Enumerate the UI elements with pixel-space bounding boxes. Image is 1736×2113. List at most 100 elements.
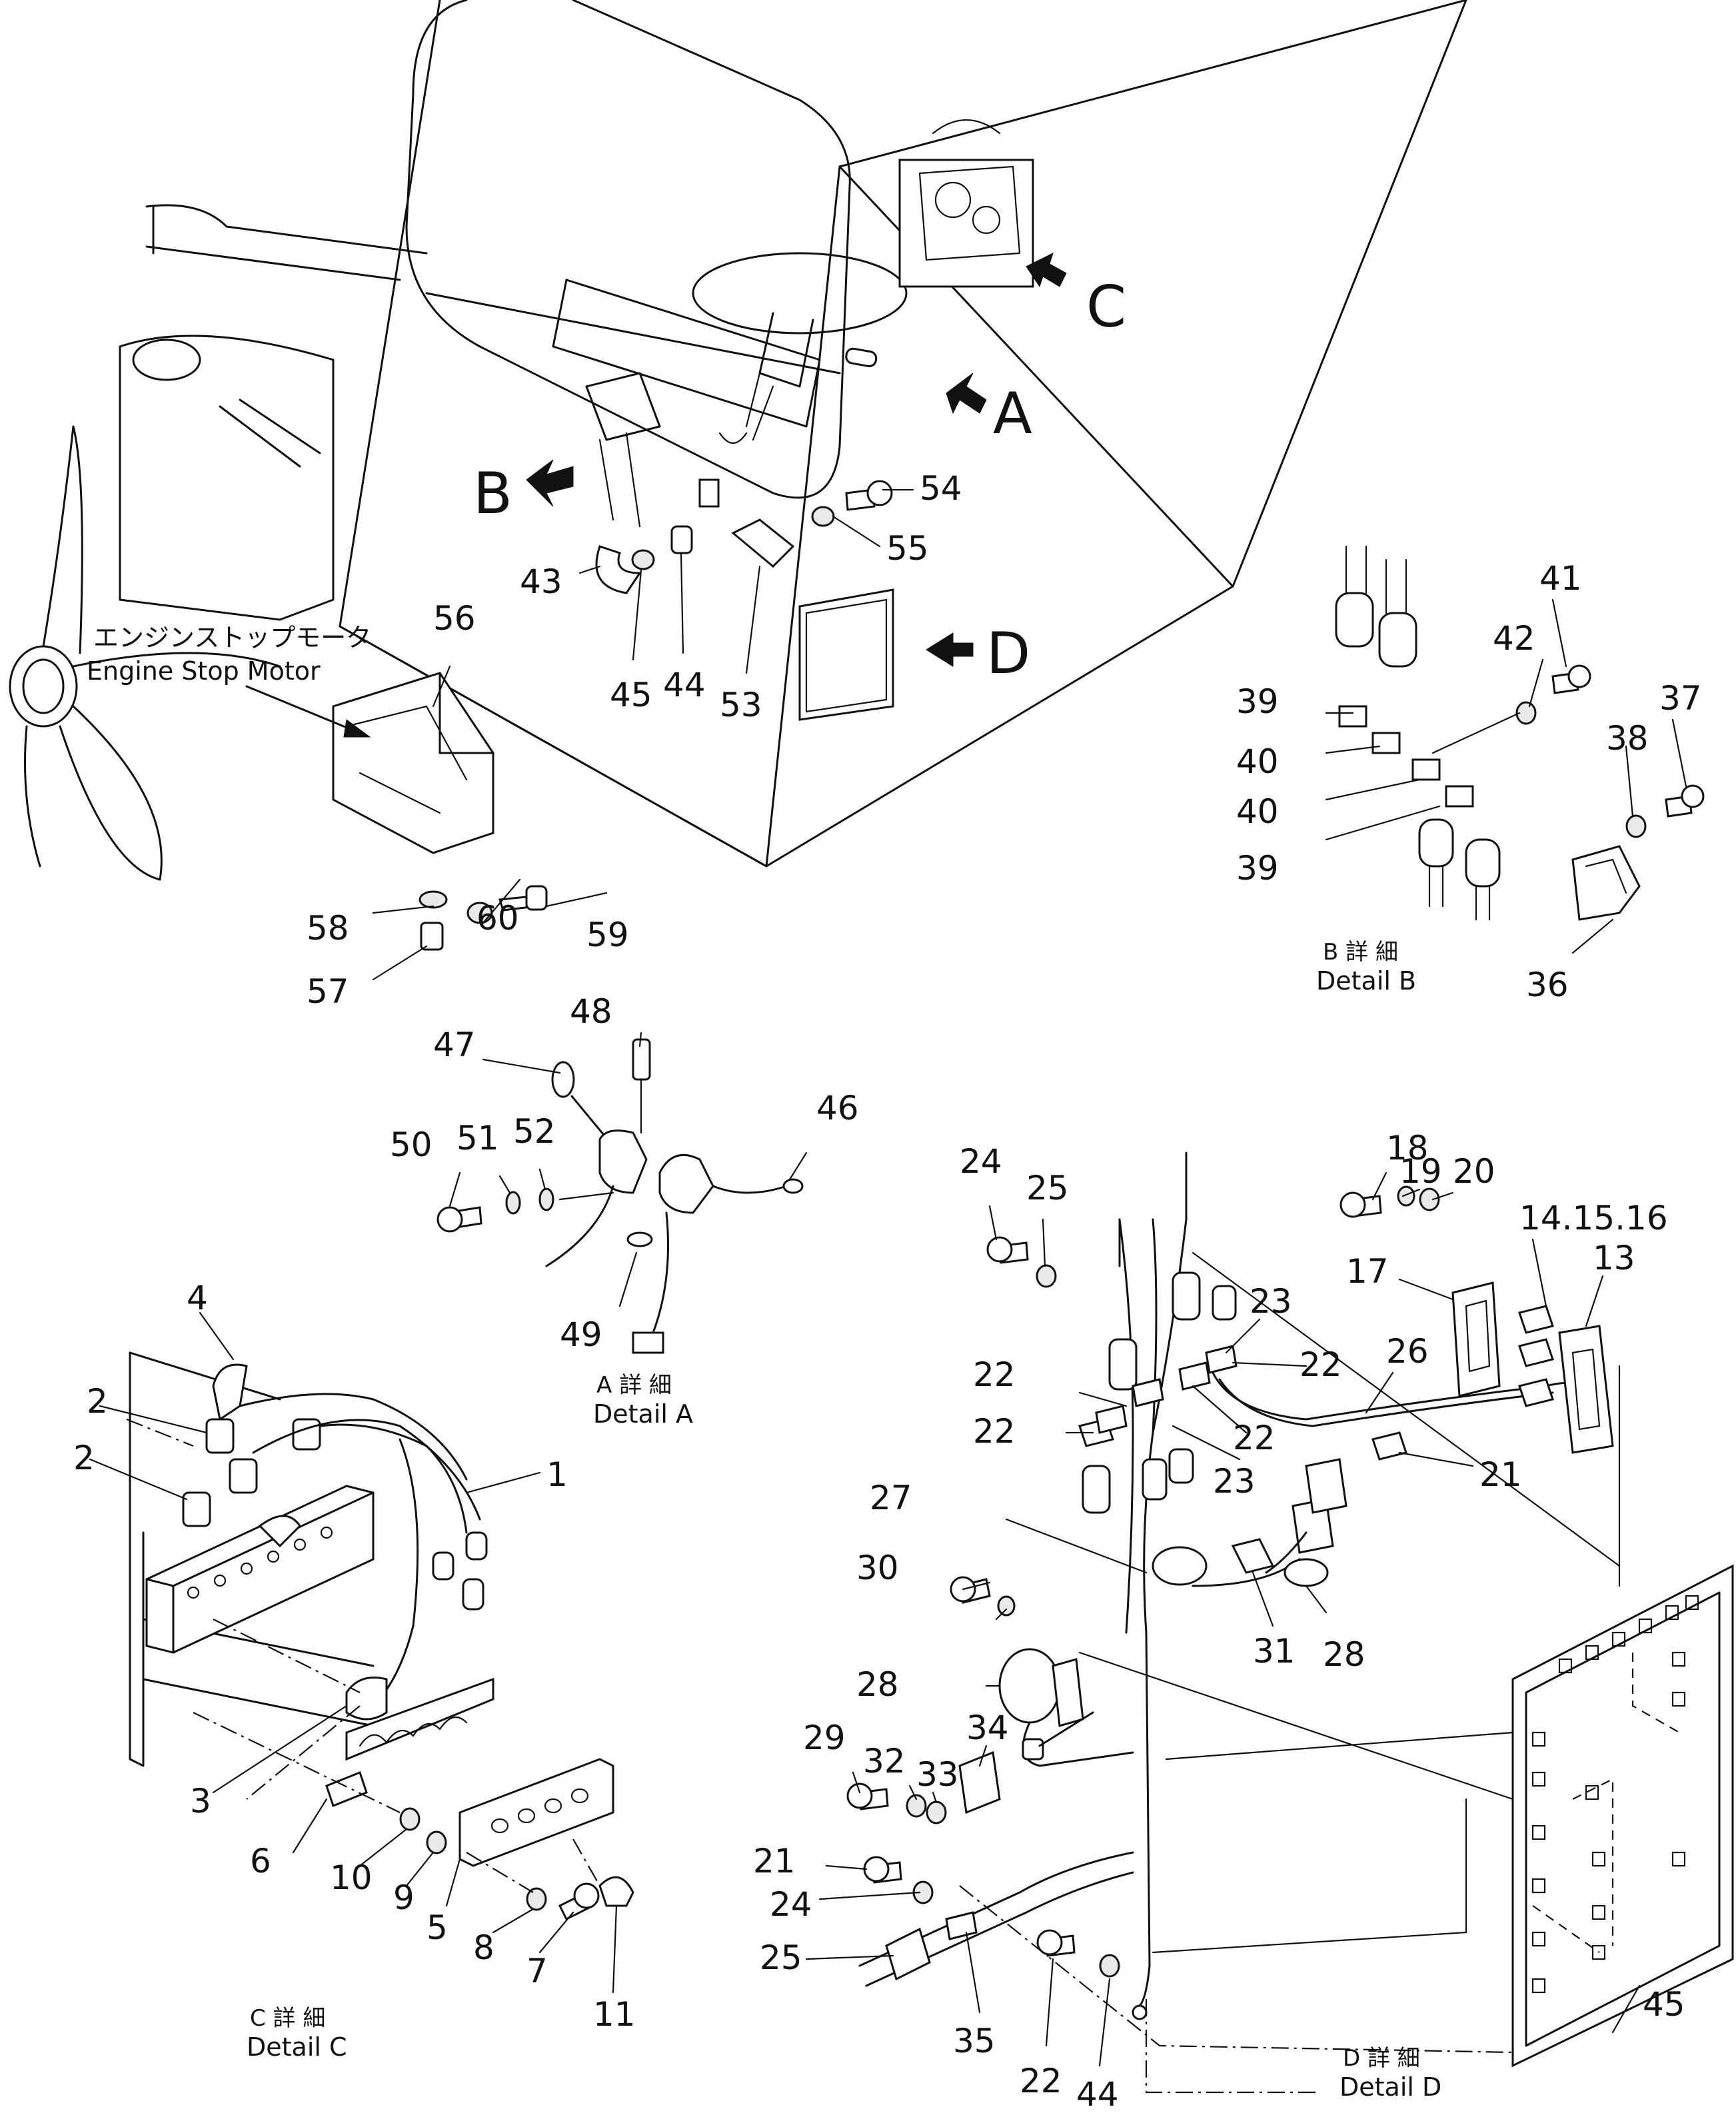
bolt-44 [670, 525, 693, 554]
callout-24-upper: 24 [960, 1142, 1002, 1181]
detail-d [805, 1151, 1734, 2094]
washer-45 [631, 549, 655, 570]
bracket-13 [1558, 1325, 1614, 1454]
callout-2-lower: 2 [73, 1439, 95, 1477]
callout-14-15-16: 14.15.16 [1519, 1199, 1668, 1237]
callout-25-upper: 25 [1026, 1169, 1069, 1207]
callout-50: 50 [390, 1125, 433, 1164]
callout-44-lower: 22 [1020, 2062, 1062, 2100]
engine-stop-motor-label-en: Engine Stop Motor [87, 656, 321, 686]
callout-35: 25 [760, 1938, 802, 1977]
callout-21-upper: 21 [1479, 1455, 1522, 1494]
callout-24-lower: 21 [753, 1842, 796, 1880]
callout-49: 49 [560, 1315, 602, 1354]
svg-text:C: C [1086, 274, 1126, 341]
washer-55 [811, 506, 835, 527]
callout-10: 10 [330, 1858, 373, 1897]
bolt-57 [420, 922, 444, 951]
panel-12 [1511, 1564, 1734, 2068]
callout-32: 29 [803, 1719, 846, 1757]
detail-d-title-ja: D 詳 細 [1343, 2045, 1420, 2072]
callout-26: 26 [1386, 1332, 1429, 1371]
callout-27: 27 [870, 1479, 912, 1517]
callout-19: 19 [1399, 1152, 1442, 1191]
cap-11 [598, 1876, 634, 1907]
svg-text:A: A [993, 380, 1032, 447]
detail-b-title-en: Detail B [1316, 966, 1416, 996]
callout-23-lower: 23 [1213, 1462, 1256, 1501]
fan-icon [9, 425, 281, 881]
view-arrow-b: B [473, 459, 574, 527]
callout-28-left: 31 [1253, 1632, 1296, 1671]
callout-21-lower: 34 [966, 1709, 1009, 1747]
callout-30: 30 [856, 1549, 899, 1587]
callout-22-bottom: 35 [953, 2022, 996, 2060]
callout-39-lower: 39 [1236, 849, 1279, 888]
callout-43: 43 [520, 562, 562, 601]
detail-c-title-ja: C 詳 細 [250, 2005, 325, 2032]
callout-11: 11 [593, 1995, 636, 2034]
callout-13: 13 [1593, 1239, 1635, 1277]
detail-c-title-en: Detail C [247, 2032, 347, 2062]
view-arrow-d: D [926, 620, 1030, 687]
callout-6: 6 [250, 1842, 271, 1880]
engine-stop-motor [332, 672, 494, 854]
cab-assembly [339, 0, 1467, 868]
callout-25-lower: 24 [770, 1885, 812, 1924]
callout-1: 1 [546, 1455, 568, 1494]
plate-5 [458, 1758, 614, 1867]
callout-48: 48 [570, 992, 612, 1031]
callout-40-lower: 40 [1236, 792, 1279, 831]
detail-a-title-ja: A 詳 細 [596, 1372, 672, 1399]
callout-60: 60 [476, 899, 519, 938]
callout-57: 57 [307, 972, 349, 1011]
callout-33: 32 [863, 1742, 906, 1780]
callout-20: 20 [1453, 1152, 1495, 1191]
engine-block [119, 204, 428, 621]
callout-45: 45 [610, 676, 652, 714]
svg-text:B: B [473, 460, 512, 527]
switch-39-upper [1335, 592, 1374, 648]
callout-5: 5 [427, 1908, 448, 1947]
callout-23-upper: 23 [1250, 1282, 1292, 1321]
detail-a [436, 1032, 808, 1354]
detail-b [1325, 545, 1705, 954]
callout-40-upper: 40 [1236, 742, 1279, 781]
relay-53 [731, 518, 795, 568]
callout-45-lower: 44 [1076, 2075, 1119, 2113]
washer-58 [419, 890, 448, 909]
callout-29: 28 [856, 1665, 899, 1704]
svg-text:D: D [986, 620, 1030, 687]
callout-39-upper: 39 [1236, 682, 1279, 721]
detail-c [89, 1311, 634, 1994]
callout-18: 18 [1386, 1129, 1429, 1167]
callout-44: 44 [663, 666, 706, 704]
callout-46: 46 [816, 1089, 859, 1127]
clamp-43 [595, 545, 642, 594]
callout-36: 36 [1526, 966, 1569, 1004]
callout-22-upper-left: 22 [973, 1355, 1016, 1394]
switch-4 [212, 1363, 248, 1421]
callout-2-upper: 2 [87, 1382, 108, 1421]
callout-37: 37 [1659, 679, 1702, 718]
detail-b-title-ja: B 詳 細 [1323, 939, 1398, 966]
callout-22-right: 22 [1300, 1345, 1342, 1384]
callout-59: 59 [586, 916, 629, 954]
callout-58: 58 [307, 909, 349, 948]
callout-38: 38 [1606, 719, 1649, 758]
view-arrow-a: A [946, 372, 1032, 447]
callout-51: 51 [456, 1119, 499, 1157]
callout-28-right: 28 [1323, 1635, 1365, 1674]
detail-a-title-en: Detail A [593, 1399, 693, 1429]
callout-22-lower-left: 22 [973, 1412, 1016, 1451]
callout-52: 52 [513, 1112, 556, 1151]
callout-41: 41 [1539, 559, 1582, 598]
callout-7: 7 [526, 1952, 548, 1990]
callout-12: 45 [1643, 1985, 1685, 2024]
switch-body-a [598, 1129, 648, 1194]
relay-36 [1571, 845, 1641, 921]
callout-42: 42 [1493, 619, 1535, 658]
callout-47: 47 [433, 1026, 476, 1064]
callout-34: 33 [916, 1755, 959, 1794]
